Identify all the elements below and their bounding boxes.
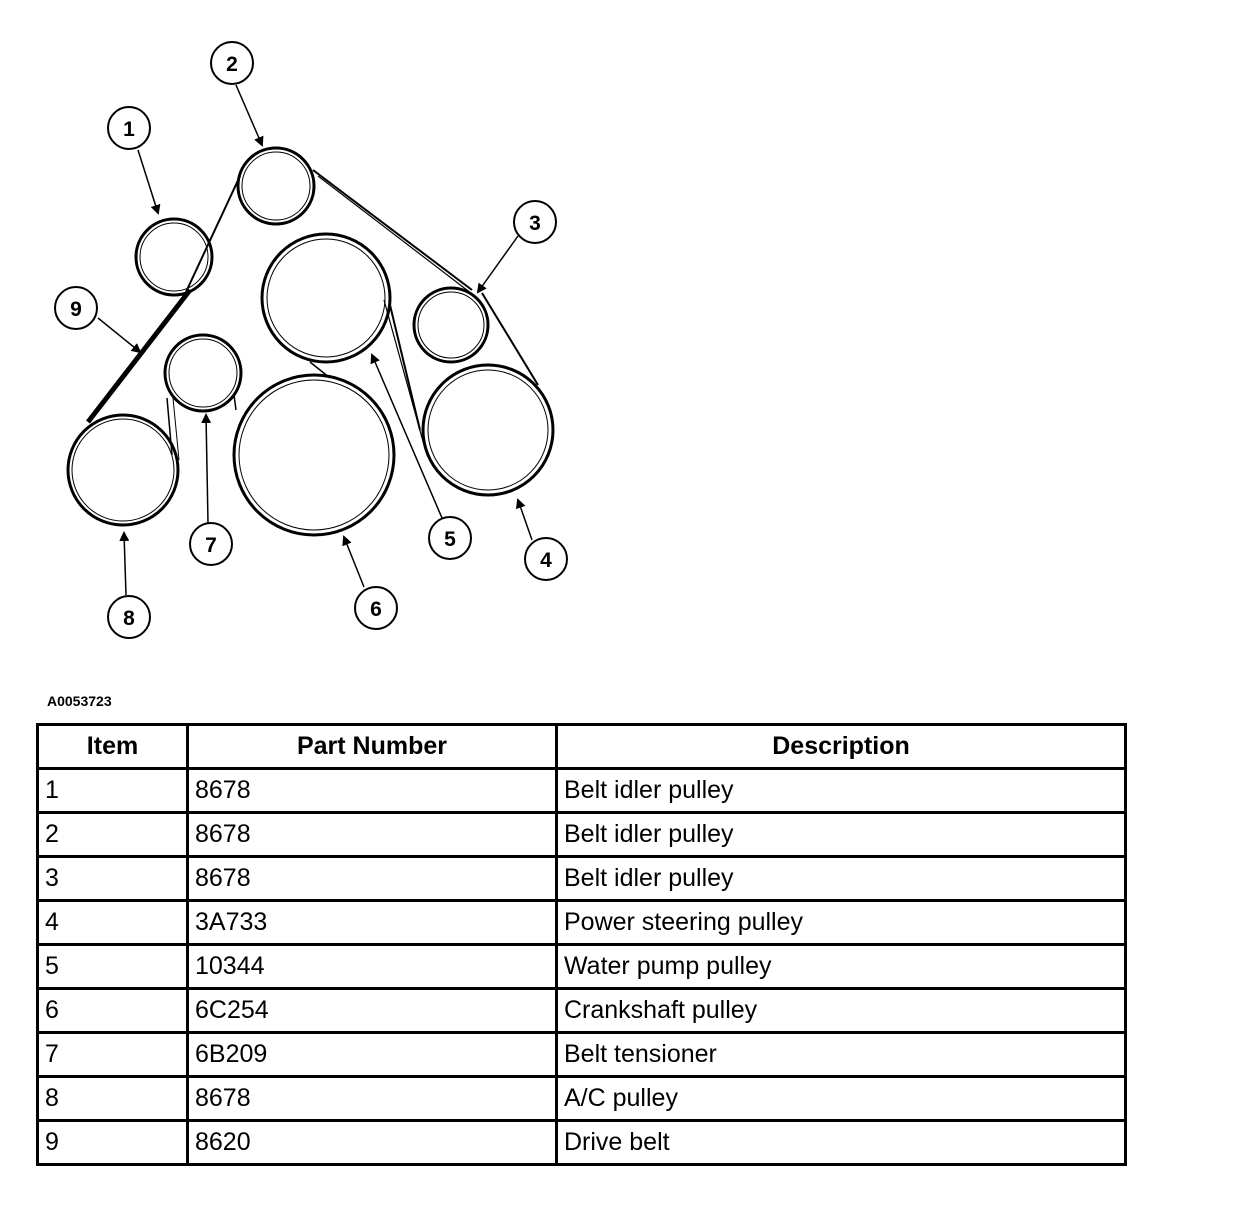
cell-part-number: 8678	[186, 1075, 558, 1122]
pulley-6-crankshaft	[232, 373, 396, 537]
table-header-row: Item Part Number Description	[36, 723, 1127, 770]
cell-description: Water pump pulley	[555, 943, 1127, 990]
cell-part-number: 10344	[186, 943, 558, 990]
callout-9: 9	[54, 286, 98, 330]
header-part-number: Part Number	[186, 723, 558, 770]
table-row: 9 8620 Drive belt	[36, 1119, 1127, 1166]
callout-1: 1	[107, 106, 151, 150]
svg-text:2: 2	[226, 53, 238, 76]
svg-text:4: 4	[540, 549, 552, 572]
callout-6: 6	[354, 586, 398, 630]
callout-7: 7	[189, 522, 233, 566]
cell-description: Belt idler pulley	[555, 767, 1127, 814]
pulleys	[66, 146, 555, 537]
callout-3: 3	[513, 200, 557, 244]
cell-part-number: 8678	[186, 767, 558, 814]
cell-part-number: 6B209	[186, 1031, 558, 1078]
callout-bubbles: 1 2 3 4 5 6 7 8	[54, 41, 568, 639]
cell-description: Power steering pulley	[555, 899, 1127, 946]
figure-id: A0053723	[47, 693, 112, 709]
cell-part-number: 8678	[186, 811, 558, 858]
cell-description: A/C pulley	[555, 1075, 1127, 1122]
table-row: 3 8678 Belt idler pulley	[36, 855, 1127, 902]
svg-text:8: 8	[123, 607, 135, 630]
cell-description: Belt idler pulley	[555, 855, 1127, 902]
cell-item: 6	[36, 987, 189, 1034]
pulley-8-ac	[66, 413, 180, 527]
cell-item: 2	[36, 811, 189, 858]
cell-item: 9	[36, 1119, 189, 1166]
cell-item: 3	[36, 855, 189, 902]
table-row: 8 8678 A/C pulley	[36, 1075, 1127, 1122]
svg-text:1: 1	[123, 118, 135, 141]
cell-item: 1	[36, 767, 189, 814]
cell-part-number: 8620	[186, 1119, 558, 1166]
callout-4: 4	[524, 537, 568, 581]
belt-routing-diagram: 1 2 3 4 5 6 7 8	[54, 41, 568, 639]
pulley-3-belt-idler	[412, 286, 490, 364]
cell-description: Crankshaft pulley	[555, 987, 1127, 1034]
svg-text:3: 3	[529, 212, 541, 235]
cell-description: Drive belt	[555, 1119, 1127, 1166]
header-item: Item	[36, 723, 189, 770]
header-description: Description	[555, 723, 1127, 770]
table-row: 5 10344 Water pump pulley	[36, 943, 1127, 990]
cell-description: Belt idler pulley	[555, 811, 1127, 858]
cell-part-number: 6C254	[186, 987, 558, 1034]
callout-8: 8	[107, 595, 151, 639]
cell-part-number: 3A733	[186, 899, 558, 946]
svg-text:6: 6	[370, 598, 382, 621]
cell-item: 4	[36, 899, 189, 946]
pulley-4-power-steering	[421, 363, 555, 497]
pulley-2-belt-idler	[236, 146, 316, 226]
parts-table: Item Part Number Description 1 8678 Belt…	[36, 723, 1127, 1166]
table-row: 2 8678 Belt idler pulley	[36, 811, 1127, 858]
table-row: 7 6B209 Belt tensioner	[36, 1031, 1127, 1078]
svg-text:5: 5	[444, 528, 456, 551]
table-row: 6 6C254 Crankshaft pulley	[36, 987, 1127, 1034]
svg-text:9: 9	[70, 298, 82, 321]
callout-5: 5	[428, 516, 472, 560]
cell-description: Belt tensioner	[555, 1031, 1127, 1078]
svg-text:7: 7	[205, 534, 217, 557]
callout-2: 2	[210, 41, 254, 85]
cell-part-number: 8678	[186, 855, 558, 902]
pulley-1-belt-idler	[134, 217, 214, 297]
callout-arrows	[97, 84, 533, 596]
pulley-5-water-pump	[260, 232, 392, 364]
table-row: 4 3A733 Power steering pulley	[36, 899, 1127, 946]
pulley-7-belt-tensioner	[163, 333, 243, 413]
cell-item: 8	[36, 1075, 189, 1122]
cell-item: 7	[36, 1031, 189, 1078]
cell-item: 5	[36, 943, 189, 990]
table-row: 1 8678 Belt idler pulley	[36, 767, 1127, 814]
drive-belt	[86, 169, 539, 461]
